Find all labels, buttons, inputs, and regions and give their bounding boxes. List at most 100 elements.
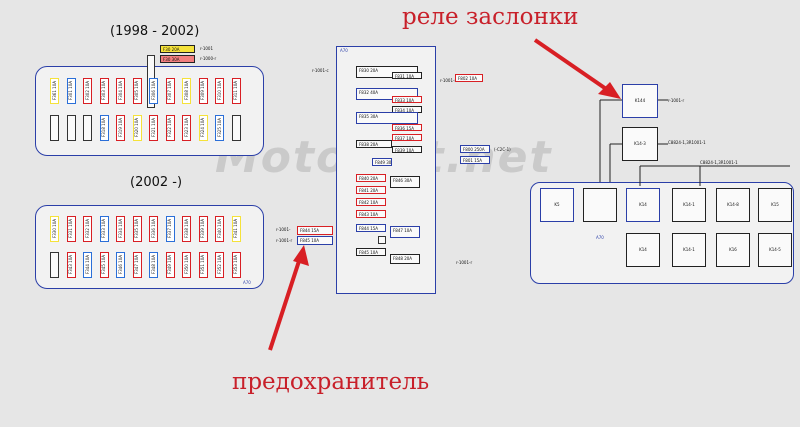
panel1-fuse-lower: F325 10A xyxy=(215,115,224,141)
panel2-fuse-upper: F335 10A xyxy=(132,216,142,242)
panel2-fuse-upper: F336 10A xyxy=(149,216,158,242)
relay-wire-label-2: C8824-1,3R1001-1 xyxy=(700,160,738,165)
relay-row1 xyxy=(583,188,617,222)
panel2-fuse-lower: F350 10A xyxy=(182,252,191,278)
panel1-blank xyxy=(83,115,92,141)
center-fuse-box xyxy=(336,46,436,294)
center-fuse: F840 20A xyxy=(356,174,386,182)
center-fuse: F835 30A xyxy=(356,112,418,124)
relay-label: K15 xyxy=(771,202,779,207)
panel1-fuse-lower: F318 10A xyxy=(99,115,109,141)
relay-label: K5 xyxy=(554,202,560,207)
center-fuse: F843 10A xyxy=(356,210,386,218)
panel2-fuse-lower: F353 10A xyxy=(231,252,241,278)
center-fuse: F848 20A xyxy=(390,254,420,264)
panel1-fuse-lower: F319 10A xyxy=(116,115,125,141)
relay-k144-label: K144 xyxy=(634,98,646,103)
center-fuse: F833 10A xyxy=(392,96,422,103)
relay-k144: K144 xyxy=(622,84,658,118)
period2-title: (2002 -) xyxy=(130,175,183,190)
relay-row2: K14 xyxy=(626,233,660,267)
panel1-blank xyxy=(231,115,241,141)
highlight-fuse-2: F845 10A xyxy=(297,236,333,245)
relay-row1: K14-1 xyxy=(672,188,706,222)
panel1-fuse-lower: F323 10A xyxy=(182,115,191,141)
panel2-fuse-upper: F340 10A xyxy=(215,216,224,242)
fuse-callout: предохранитель xyxy=(232,369,430,395)
panel2-fuse-upper: F341 10A xyxy=(231,216,241,242)
panel1-fuse-upper: F308 10A xyxy=(182,78,191,104)
relay-panel xyxy=(530,182,794,284)
panel2-fuse-lower: F348 10A xyxy=(149,252,158,278)
relay-row2: K14-1 xyxy=(672,233,706,267)
panel1-top-fuse: F30 30A xyxy=(160,55,195,63)
panel2-fuse-upper: F330 10A xyxy=(50,216,59,242)
center-pin-6: F802 10A xyxy=(455,74,483,82)
highlight-fuse-1: F844 15A xyxy=(297,226,333,235)
panel1-fuse-upper: F305 10A xyxy=(132,78,142,104)
relay-k14-3: K14-3 xyxy=(622,127,658,161)
panel2-fuse-lower: F345 10A xyxy=(99,252,109,278)
panel1-fuse-upper: F309 10A xyxy=(198,78,208,104)
panel2-fuse-upper: F334 10A xyxy=(116,216,125,242)
panel1-fuse-upper: F304 10A xyxy=(116,78,125,104)
center-pin-3: F800 250A xyxy=(460,145,490,153)
center-fuse: F836 15A xyxy=(392,124,422,131)
panel1-fuse-upper: F310 10A xyxy=(215,78,224,104)
panel1-fuse-upper: F311 10A xyxy=(231,78,241,104)
center-fuse: F837 10A xyxy=(392,134,422,141)
center-pin-2: r-1001-c xyxy=(312,68,329,73)
panel1-top-fuse: F30 20A xyxy=(160,45,195,53)
panel2-fuse-lower: F344 10A xyxy=(83,252,92,278)
relay-row1: K14 xyxy=(626,188,660,222)
panel1-blank xyxy=(66,115,76,141)
center-pin-4: (-C2C-1) xyxy=(494,147,511,152)
relay-label: K14-5 xyxy=(769,247,781,252)
center-fuse: F838 20A xyxy=(356,140,392,148)
panel1-fuse-upper: F361 10A xyxy=(50,78,59,104)
panel2-fuse-lower: F346 10A xyxy=(116,252,125,278)
period1-title: (1998 - 2002) xyxy=(110,24,200,39)
center-pin-7: r-1001-r xyxy=(456,260,473,265)
center-fuse: F845 10A xyxy=(356,248,386,256)
panel1-fuse-upper: F307 10A xyxy=(165,78,175,104)
center-fuse: F841 20A xyxy=(356,186,386,194)
panel2-fuse-lower: F347 10A xyxy=(132,252,142,278)
panel2-fuse-upper: F331 10A xyxy=(66,216,76,242)
panel1-fuse-upper: F306 10A xyxy=(149,78,158,104)
relay-callout: реле заслонки xyxy=(402,4,579,30)
center-fuse: F849 30A xyxy=(372,158,392,166)
panel2-fuse-upper: F338 10A xyxy=(182,216,191,242)
panel2-fuse-upper: F339 10A xyxy=(198,216,208,242)
relay-label: K16 xyxy=(729,247,737,252)
panel1-fuse-lower: F322 10A xyxy=(165,115,175,141)
panel1-blank xyxy=(50,115,59,141)
panel2-fuse-upper: F337 10A xyxy=(165,216,175,242)
center-panel-label: A70 xyxy=(340,48,348,53)
panel1-top-label: r-1001 xyxy=(200,46,214,51)
panel2-fuse-lower: F351 10A xyxy=(198,252,208,278)
panel2-corner-label: A70 xyxy=(243,280,251,285)
center-fuse: F844 15A xyxy=(356,224,386,232)
center-fuse: F842 10A xyxy=(356,198,386,206)
panel2-blank xyxy=(50,252,59,278)
center-fuse: F839 10A xyxy=(392,146,422,153)
center-pin-5: F801 15A xyxy=(460,156,490,164)
center-pin-1: r-1001-r xyxy=(440,78,457,83)
panel2-fuse-lower: F349 10A xyxy=(165,252,175,278)
fuse-left-label-1: r-1001- xyxy=(276,227,291,232)
center-fuse: F831 10A xyxy=(392,72,422,79)
relay-row1: K15 xyxy=(758,188,792,222)
relay-k14-3-label: K14-3 xyxy=(634,141,646,146)
relay-row1: K14-8 xyxy=(716,188,750,222)
relay-k144-wire-label: r-1001-r xyxy=(668,98,685,103)
panel1-fuse-upper: F302 10A xyxy=(83,78,92,104)
relay-label: K14-1 xyxy=(683,247,695,252)
relay-row1: K5 xyxy=(540,188,574,222)
center-blank xyxy=(378,236,386,244)
panel1-top-label: r-1000-r xyxy=(200,56,217,61)
panel2-fuse-lower: F352 10A xyxy=(215,252,224,278)
center-fuse: F847 10A xyxy=(390,226,420,238)
panel2-fuse-upper: F332 10A xyxy=(83,216,92,242)
